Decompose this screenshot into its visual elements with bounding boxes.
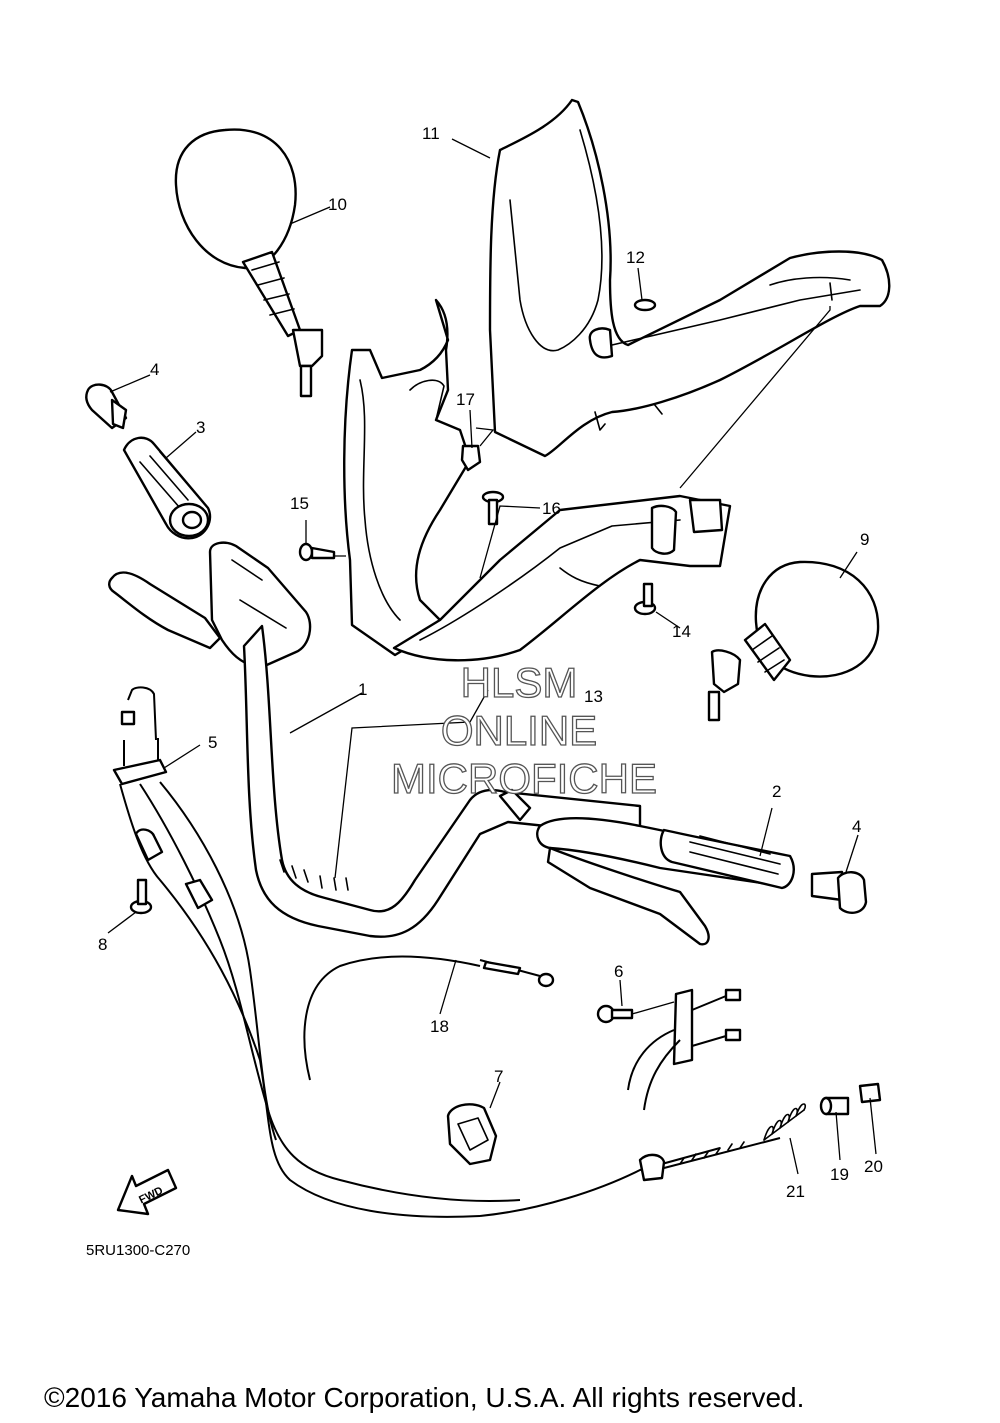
clip-17 — [460, 444, 482, 472]
part-label-11: 11 — [422, 124, 440, 143]
part-label-9: 9 — [860, 530, 869, 549]
spring-21 — [763, 1103, 807, 1141]
copyright-notice: ©2016 Yamaha Motor Corporation, U.S.A. A… — [44, 1382, 804, 1413]
part-label-10: 10 — [328, 195, 347, 214]
nut-20 — [858, 1082, 882, 1104]
part-label-13: 13 — [584, 687, 603, 706]
part-label-7: 7 — [494, 1067, 503, 1086]
part-labels: 1 2 3 4 4 5 6 7 8 9 10 11 12 13 14 15 16… — [98, 124, 883, 1201]
screw-15 — [298, 542, 336, 562]
left-lever-assembly — [108, 541, 312, 670]
watermark-line-3: MICROFICHE — [391, 755, 657, 802]
screw-14 — [633, 582, 657, 616]
grip-right — [498, 788, 795, 946]
handlebar — [242, 624, 642, 938]
part-label-3: 3 — [196, 418, 205, 437]
part-label-8: 8 — [98, 935, 107, 954]
part-label-17: 17 — [456, 390, 475, 409]
bolt-8 — [129, 878, 153, 915]
leader-lines — [107, 138, 877, 1175]
grip-end-left — [85, 383, 128, 430]
bolt-16 — [481, 490, 505, 526]
part-label-1: 1 — [358, 680, 367, 699]
brake-cable-18 — [303, 955, 555, 1081]
bracket-6 — [596, 988, 742, 1111]
diagram-code: 5RU1300-C270 — [86, 1242, 190, 1259]
part-label-12: 12 — [626, 248, 645, 267]
part-label-14: 14 — [672, 622, 691, 641]
part-label-5: 5 — [208, 733, 217, 752]
fwd-arrow: FWD — [116, 1168, 178, 1216]
handle-cover-front — [488, 98, 891, 458]
handle-cover-rear — [343, 298, 732, 662]
part-label-2: 2 — [772, 782, 781, 801]
grip-end-right — [810, 870, 868, 914]
part-label-6: 6 — [614, 962, 623, 981]
watermark: HLSM ONLINE MICROFICHE — [390, 658, 657, 802]
part-label-15: 15 — [290, 494, 309, 513]
part-label-4-right: 4 — [852, 817, 861, 836]
part-label-18: 18 — [430, 1017, 449, 1036]
part-label-19: 19 — [830, 1165, 849, 1184]
grip-left — [122, 436, 212, 540]
part-label-16: 16 — [542, 499, 561, 518]
part-label-4-left: 4 — [150, 360, 159, 379]
part-label-21: 21 — [786, 1182, 805, 1201]
watermark-line-2: ONLINE — [441, 707, 597, 754]
bracket-7 — [446, 1103, 498, 1166]
mirror-left — [174, 128, 324, 398]
throttle-cable-assembly — [112, 686, 781, 1218]
mirror-right — [707, 560, 880, 722]
watermark-line-1: HLSM — [461, 659, 578, 706]
part-label-20: 20 — [864, 1157, 883, 1176]
sleeve-19 — [819, 1096, 850, 1116]
